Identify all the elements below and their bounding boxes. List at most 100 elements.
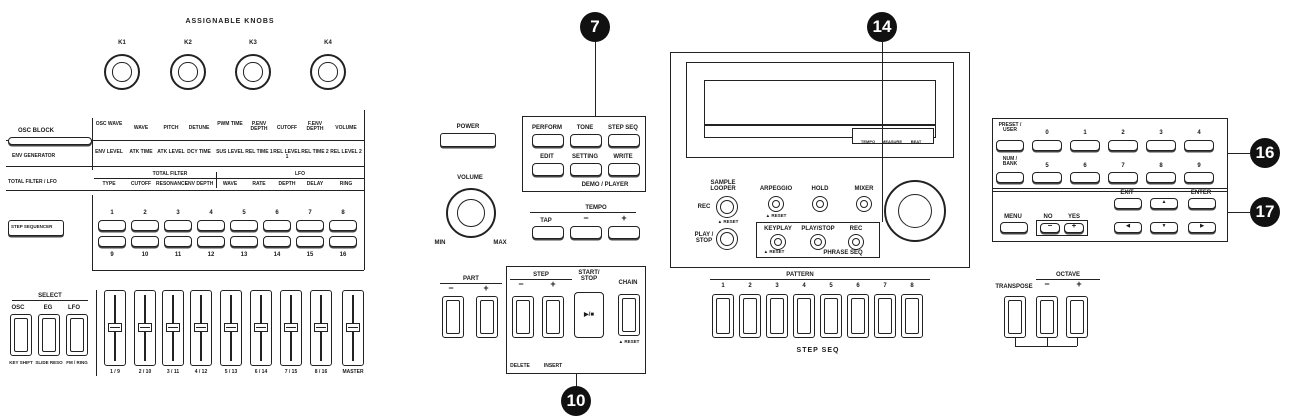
pattern-button-6[interactable] [847,294,869,338]
edit-button[interactable] [532,163,564,176]
step-button-4[interactable] [197,220,225,231]
step-up-button[interactable] [542,296,564,338]
fader-5[interactable] [220,290,242,366]
looper-rec-button[interactable] [716,196,738,218]
fader-9[interactable] [342,290,364,366]
setting-button[interactable] [570,163,602,176]
pattern-button-8[interactable] [901,294,923,338]
no-button[interactable] [1040,223,1060,233]
step-button-6[interactable] [263,220,291,231]
step-button-5[interactable] [230,220,258,231]
tempo-up-button[interactable] [608,226,640,239]
number-button-2[interactable] [1108,140,1138,151]
step-button-14[interactable] [263,236,291,247]
fader-cap[interactable] [224,323,238,332]
fader-3[interactable] [162,290,184,366]
chain-button[interactable] [618,294,640,336]
fader-6[interactable] [250,290,272,366]
part-down-button[interactable] [442,296,464,338]
step-button-9[interactable] [98,236,126,247]
exit-button[interactable] [1114,198,1142,209]
fader-cap[interactable] [194,323,208,332]
step-button-3[interactable] [164,220,192,231]
fader-cap[interactable] [108,323,122,332]
step-button-11[interactable] [164,236,192,247]
pattern-button-2[interactable] [739,294,761,338]
looper-play-stop-button[interactable] [716,228,738,250]
select-lfo-button[interactable] [66,314,88,356]
number-button-4[interactable] [1184,140,1214,151]
cursor-up-button[interactable] [1150,198,1178,209]
number-button-3[interactable] [1146,140,1176,151]
knob-k4[interactable] [310,54,346,90]
tone-button[interactable] [570,134,602,147]
perform-button[interactable] [532,134,564,147]
fader-cap[interactable] [166,323,180,332]
step-button-13[interactable] [230,236,258,247]
step-button-1[interactable] [98,220,126,231]
number-button-1[interactable] [1070,140,1100,151]
cursor-down-button[interactable] [1150,222,1178,233]
step-seq-button[interactable] [608,134,640,147]
arpeggio-button[interactable] [768,196,784,212]
step-button-2[interactable] [131,220,159,231]
number-button-9[interactable] [1184,172,1214,183]
step-button-10[interactable] [131,236,159,247]
fader-4[interactable] [190,290,212,366]
fader-cap[interactable] [346,323,360,332]
phrase-rec-button[interactable] [848,234,864,250]
knob-k3[interactable] [235,54,271,90]
select-osc-button[interactable] [10,314,32,356]
step-button-8[interactable] [329,220,357,231]
pattern-button-3[interactable] [766,294,788,338]
preset-user-button[interactable] [996,140,1024,151]
fader-8[interactable] [310,290,332,366]
yes-button[interactable] [1064,223,1084,233]
step-button-15[interactable] [296,236,324,247]
octave-up-button[interactable] [1066,296,1088,338]
enter-button[interactable] [1188,198,1216,209]
pattern-button-7[interactable] [874,294,896,338]
phrase-play-stop-button[interactable] [810,234,826,250]
write-button[interactable] [608,163,640,176]
num-bank-button[interactable] [996,172,1024,183]
number-button-7[interactable] [1108,172,1138,183]
step-sequencer-selector[interactable] [8,220,64,236]
power-button[interactable] [440,133,496,147]
start-stop-button[interactable] [574,292,604,338]
step-down-button[interactable] [512,296,534,338]
knob-k1[interactable] [104,54,140,90]
fader-cap[interactable] [254,323,268,332]
value-dial[interactable] [884,180,946,242]
select-eg-button[interactable] [38,314,60,356]
number-button-8[interactable] [1146,172,1176,183]
fader-cap[interactable] [314,323,328,332]
fader-7[interactable] [280,290,302,366]
number-button-0[interactable] [1032,140,1062,151]
step-button-16[interactable] [329,236,357,247]
step-button-12[interactable] [197,236,225,247]
mixer-button[interactable] [856,196,872,212]
hold-button[interactable] [812,196,828,212]
keyplay-button[interactable] [770,234,786,250]
knob-k2[interactable] [170,54,206,90]
menu-button[interactable] [1000,222,1028,233]
step-button-7[interactable] [296,220,324,231]
cursor-right-button[interactable] [1188,222,1216,233]
fader-cap[interactable] [284,323,298,332]
pattern-button-1[interactable] [712,294,734,338]
fader-2[interactable] [134,290,156,366]
fader-1[interactable] [104,290,126,366]
tap-button[interactable] [532,226,564,239]
part-up-button[interactable] [476,296,498,338]
pattern-button-4[interactable] [793,294,815,338]
number-button-5[interactable] [1032,172,1062,183]
tempo-down-button[interactable] [570,226,602,239]
transpose-button[interactable] [1004,296,1026,338]
octave-down-button[interactable] [1036,296,1058,338]
osc-block-selector[interactable] [8,137,92,145]
cursor-left-button[interactable] [1114,222,1142,233]
fader-cap[interactable] [138,323,152,332]
number-button-6[interactable] [1070,172,1100,183]
pattern-button-5[interactable] [820,294,842,338]
